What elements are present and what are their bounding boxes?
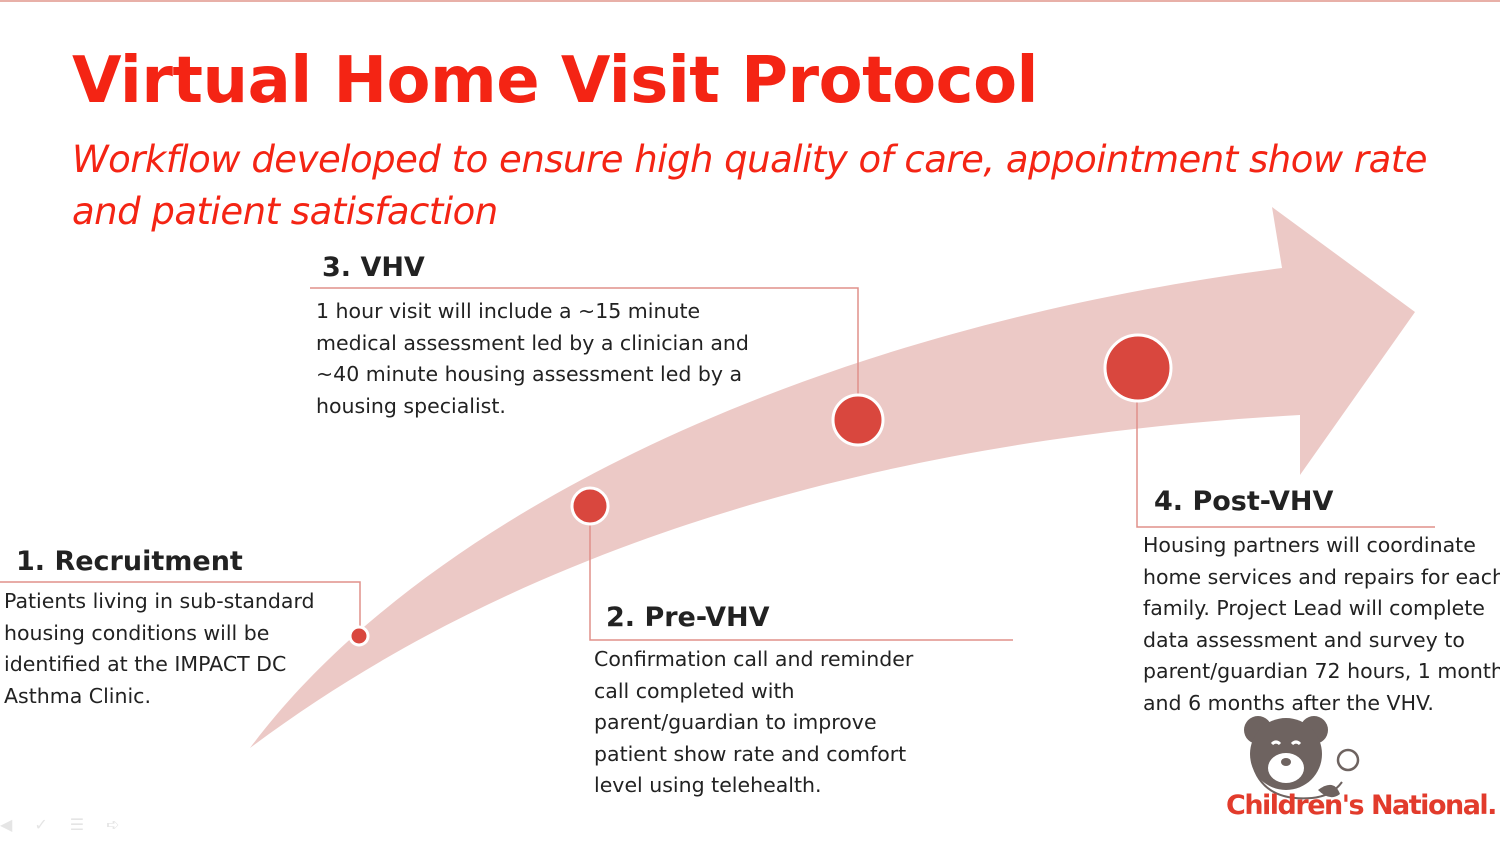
step-2-text: Confirmation call and reminder call comp… — [594, 647, 914, 797]
connector-3 — [310, 287, 859, 395]
pointer-icon[interactable]: ➪ — [106, 815, 120, 834]
step-2-title: 2. Pre-VHV — [606, 602, 770, 633]
slide-title: Virtual Home Visit Protocol — [72, 44, 1038, 118]
node-1 — [348, 625, 370, 647]
node-4 — [1103, 333, 1173, 403]
childrens-national-logo-text: Children's National. — [1226, 790, 1497, 821]
teddy-bear-stethoscope-icon — [1244, 716, 1360, 800]
slide-subtitle: Workflow developed to ensure high qualit… — [72, 138, 1428, 233]
menu-icon[interactable]: ☰ — [69, 815, 85, 834]
step-4-title: 4. Post-VHV — [1154, 486, 1334, 517]
pen-icon[interactable]: ✓ — [34, 815, 48, 834]
connector-lines — [0, 287, 1435, 641]
connector-1 — [0, 581, 361, 630]
top-border — [0, 0, 1500, 2]
step-3-text: 1 hour visit will include a ~15 minute m… — [316, 299, 749, 418]
connector-4 — [1136, 395, 1435, 528]
step-4-text: Housing partners will coordinate home se… — [1143, 533, 1500, 715]
node-3 — [831, 393, 885, 447]
slideshow-controls: ◀ ✓ ☰ ➪ — [0, 815, 119, 834]
node-2 — [570, 486, 610, 526]
step-3-title: 3. VHV — [322, 252, 425, 283]
step-1-text: Patients living in sub-standard housing … — [4, 589, 315, 708]
connector-2 — [589, 512, 1013, 641]
back-icon[interactable]: ◀ — [0, 815, 13, 834]
step-1-title: 1. Recruitment — [16, 546, 243, 577]
